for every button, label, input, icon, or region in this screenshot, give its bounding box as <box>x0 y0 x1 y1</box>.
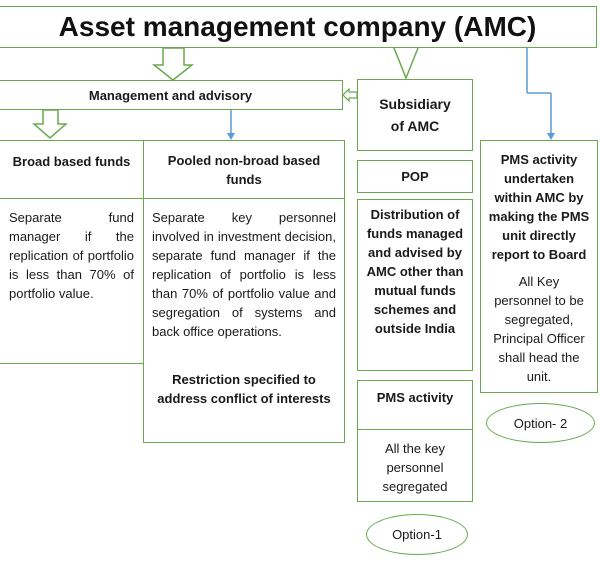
broad-funds-heading-box: Broad based funds <box>0 140 144 198</box>
management-advisory-label: Management and advisory <box>88 87 253 103</box>
pms-subsidiary-heading-box: PMS activity <box>357 380 473 430</box>
pooled-funds-text-box: Separate key personnel involved in inves… <box>143 198 345 364</box>
option-1-label: Option-1 <box>392 527 442 542</box>
option-1-ellipse: Option-1 <box>366 514 468 555</box>
management-advisory-box: Management and advisory <box>0 80 343 110</box>
pooled-funds-heading-box: Pooled non-broad based funds <box>143 140 345 198</box>
distribution-text: Distribution of funds managed and advise… <box>366 207 464 336</box>
restriction-box: Restriction specified to address conflic… <box>143 363 345 443</box>
broad-funds-heading: Broad based funds <box>12 154 131 169</box>
pms-subsidiary-text: All the key personnel segregated <box>382 441 448 494</box>
pms-amc-text-box: All Key personnel to be segregated, Prin… <box>480 265 598 393</box>
subsidiary-label: Subsidiary of AMC <box>379 96 451 134</box>
pms-subsidiary-heading: PMS activity <box>376 389 454 405</box>
arrow-to-management <box>151 47 195 81</box>
arrow-to-broad <box>32 109 68 139</box>
distribution-box: Distribution of funds managed and advise… <box>357 199 473 371</box>
pooled-funds-heading: Pooled non-broad based funds <box>167 152 321 187</box>
subsidiary-box: Subsidiary of AMC <box>357 79 473 151</box>
option-2-ellipse: Option- 2 <box>486 403 595 443</box>
pooled-funds-text: Separate key personnel involved in inves… <box>152 210 336 339</box>
amc-title-box: Asset management company (AMC) <box>0 6 597 48</box>
restriction-text: Restriction specified to address conflic… <box>157 372 331 406</box>
blue-arrow-to-pooled <box>227 133 235 140</box>
blue-arrow-to-pms-amc <box>547 133 555 140</box>
broad-funds-text: Separate fund manager if the replication… <box>9 210 134 301</box>
pms-amc-heading-box: PMS activity undertaken within AMC by ma… <box>480 140 598 266</box>
option-2-label: Option- 2 <box>513 415 568 431</box>
pop-box: POP <box>357 160 473 193</box>
pms-amc-heading: PMS activity undertaken within AMC by ma… <box>488 152 590 262</box>
arrow-subsidiary-to-management <box>342 87 358 103</box>
page-title: Asset management company (AMC) <box>58 11 537 42</box>
pms-amc-text: All Key personnel to be segregated, Prin… <box>493 274 585 384</box>
pms-subsidiary-text-box: All the key personnel segregated <box>357 430 473 502</box>
broad-funds-text-box: Separate fund manager if the replication… <box>0 198 144 364</box>
pop-label: POP <box>401 169 429 184</box>
arrow-to-subsidiary <box>393 47 419 81</box>
